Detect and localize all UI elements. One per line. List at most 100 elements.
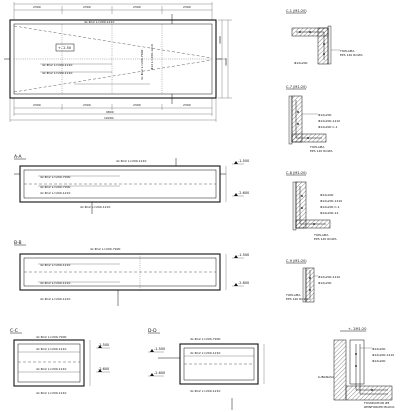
section-cc-label-4: 4x Φ12 L=200-1210	[36, 391, 66, 395]
detail-1-note-1: TOPLAMA	[339, 49, 355, 53]
section-cc: C-C 4x Φ12 L=200-7900 4x Φ12 L=200-1210 …	[10, 328, 110, 395]
detail-4-bar-1: Φ12s200-1210	[318, 275, 340, 279]
section-dd-level-2: -2.600	[154, 371, 165, 375]
plan-bar-label-1: 4x Φ12 L=200-1210	[84, 20, 114, 24]
detail-2-bar-2: Φ12s200-1210	[318, 119, 340, 123]
detail-5-column	[333, 339, 347, 401]
section-cc-label-2: 4x Φ12 L=200-1210	[36, 347, 66, 351]
detail-1-bar-1: Φ12s200	[294, 61, 308, 65]
plan-bottom-dim-3: 2300	[133, 103, 141, 107]
section-bb-outline	[19, 253, 221, 291]
detail-3-bar-2: Φ12s200-1210	[320, 199, 342, 203]
detail-3-bar-1: Φ12s200	[320, 193, 334, 197]
detail-4: C-9 (M1:20) Φ12s200-1210 Φ12s200 TOPLAMA…	[285, 259, 340, 303]
plan-bottom-dim-1: 2300	[33, 103, 41, 107]
detail-3-bar-4: Φ12s200-12	[320, 211, 338, 215]
section-cc-labels: 4x Φ12 L=200-7900 4x Φ12 L=200-1210 4x Φ…	[36, 335, 66, 395]
section-aa-label-5: 4x Φ12 L=200-1210	[80, 205, 110, 209]
plan-bar-label-4: 4x Φ12 L=200-1210	[42, 63, 72, 67]
detail-1-note-2: EPS 120 ROLTA	[340, 53, 364, 57]
section-cc-level-markers: -1.500 -2.600	[89, 340, 110, 386]
detail-5-title: +- 2M1:20	[348, 327, 366, 331]
plan-top-dim-1: 2300	[33, 5, 41, 9]
plan-top-dim-3: 2300	[133, 5, 141, 9]
plan-bar-label-2: 4x Φ12 L=200-7900	[140, 50, 144, 80]
detail-2-note-2: EPS 120 ROLTA	[310, 149, 334, 153]
section-bb: B-B 4x Φ12 L=200-7900 4x Φ12 L=200-1210 …	[14, 240, 249, 306]
detail-5-note-3: Φ12s200	[372, 359, 386, 363]
plan-view: 2300 2300 2300 2300 +- 2.50 4x Φ12 L=200…	[4, 2, 232, 122]
section-cc-outline	[13, 339, 85, 387]
section-dd-level-1: -1.500	[154, 347, 165, 351]
section-dd-title: D-D	[148, 328, 157, 334]
detail-2-insulation	[288, 95, 293, 145]
section-cc-title: C-C	[10, 328, 18, 334]
detail-3-title: C-8 (M1:20)	[286, 171, 307, 175]
section-cc-level-1: -1.500	[98, 343, 109, 347]
plan-bar-label-5: 4x Φ12 L=200-1210	[42, 71, 72, 75]
plan-bottom-dim-4: 2300	[183, 103, 191, 107]
section-aa: A-A 4x Φ12 L=200-1210 4x Φ12 L=200-7900 …	[14, 154, 249, 214]
section-aa-title: A-A	[14, 154, 23, 160]
section-bb-title: B-B	[14, 240, 22, 246]
section-aa-label-2: 4x Φ12 L=200-7900	[40, 175, 70, 179]
detail-4-note-2: EPS 120 ROLTA	[286, 297, 310, 301]
plan-bar-labels: 4x Φ12 L=200-1210 4x Φ12 L=200-7900 Φ12 …	[40, 20, 154, 85]
plan-bottom-dimensions: 2300 2300 2300 2300 9800 10200	[9, 98, 217, 122]
section-aa-level-1: -1.500	[238, 159, 249, 163]
plan-bar-label-3: Φ12 L=200-1210	[150, 44, 154, 70]
section-dd-label-3: 4x Φ12 L=200-1210	[190, 389, 220, 393]
section-bb-label-1: 4x Φ12 L=200-7900	[90, 247, 120, 251]
detail-2-bar-3: Φ12s200 C-1	[318, 125, 338, 129]
plan-bottom-total: 9800	[106, 110, 114, 114]
detail-5-footing	[345, 385, 393, 401]
detail-4-bar-2: Φ12s200	[318, 281, 332, 285]
detail-3-bar-3: Φ12s200 C-1	[320, 205, 340, 209]
detail-5-note-2: Φ12s200-1210	[372, 353, 394, 357]
section-bb-label-4: 4x Φ12 L=200-1210	[40, 297, 70, 301]
plan-top-dim-2: 2300	[83, 5, 91, 9]
section-aa-outline	[19, 165, 221, 203]
section-bb-level-markers: -1.500 -2.600	[225, 253, 249, 290]
plan-top-dimensions: 2300 2300 2300 2300	[13, 2, 213, 20]
plan-level-tag: +- 2.50	[58, 46, 71, 50]
detail-4-note-1: TOPLAMA	[285, 293, 301, 297]
detail-4-title: C-9 (M1:20)	[286, 259, 307, 263]
detail-5-note-1: Φ12s200	[372, 347, 386, 351]
section-bb-level-1: -1.500	[238, 253, 249, 257]
detail-5-label-left: LUBANASA	[318, 375, 335, 379]
section-bb-label-3: 4x Φ12 L=200-1210	[40, 281, 70, 285]
detail-3-note-1: TOPLAMA	[313, 233, 329, 237]
section-cc-level-2: -2.600	[98, 367, 109, 371]
detail-2-bar-1: Φ12s200	[318, 113, 332, 117]
section-dd-label-1: 4x Φ12 L=200-7900	[190, 337, 220, 341]
section-cc-label-1: 4x Φ12 L=200-7900	[36, 335, 66, 339]
detail-1-insulation	[327, 25, 332, 65]
section-aa-labels: 4x Φ12 L=200-1210 4x Φ12 L=200-7900 4x Φ…	[38, 159, 146, 209]
detail-2-title: C-7 (M1:20)	[286, 85, 307, 89]
plan-overall-dim: 10200	[104, 116, 114, 120]
section-dd-level-markers: -1.500 -2.600	[148, 344, 265, 384]
section-aa-level-2: -2.600	[238, 191, 249, 195]
detail-3-insulation	[292, 181, 297, 231]
section-aa-label-4: 4x Φ12 L=200-1210	[40, 191, 70, 195]
section-aa-level-markers: -1.500 -2.600	[225, 159, 249, 202]
section-aa-label-1: 4x Φ12 L=200-1210	[116, 159, 146, 163]
plan-top-dim-4: 2300	[183, 5, 191, 9]
section-dd-label-2: 4x Φ12 L=200-1210	[190, 351, 220, 355]
section-aa-label-3: 4x Φ12 L=200-7900	[40, 185, 70, 189]
section-bb-label-2: 4x Φ12 L=200-1210	[40, 263, 70, 267]
section-dd: D-D 4x Φ12 L=200-7900 4x Φ12 L=200-1210 …	[148, 328, 265, 410]
section-dd-outline	[179, 343, 259, 385]
section-cc-label-3: 4x Φ12 L=200-1210	[36, 367, 66, 371]
section-dd-labels: 4x Φ12 L=200-7900 4x Φ12 L=200-1210 4x Φ…	[190, 337, 220, 393]
detail-5: +- 2M1:20 Φ12s200 Φ12s200-1210 Φ12s200 L…	[318, 327, 395, 409]
section-bb-level-2: -2.600	[238, 281, 249, 285]
section-bb-labels: 4x Φ12 L=200-7900 4x Φ12 L=200-1210 4x Φ…	[38, 247, 120, 301]
detail-2-note-1: TOPLAMA	[309, 145, 325, 149]
plan-right-dimensions: 3000 3600	[218, 19, 232, 99]
detail-1-title: C-1 (M1:20)	[286, 9, 307, 13]
detail-3: C-8 (M1:20) Φ12s200 Φ12s200-1210 Φ12s200…	[286, 171, 342, 241]
detail-2: C-7 (M1:20) Φ12s200 Φ12s200-1210 Φ12s200…	[286, 85, 340, 153]
detail-5-legend-1: FOUNDATION #8	[364, 401, 389, 405]
